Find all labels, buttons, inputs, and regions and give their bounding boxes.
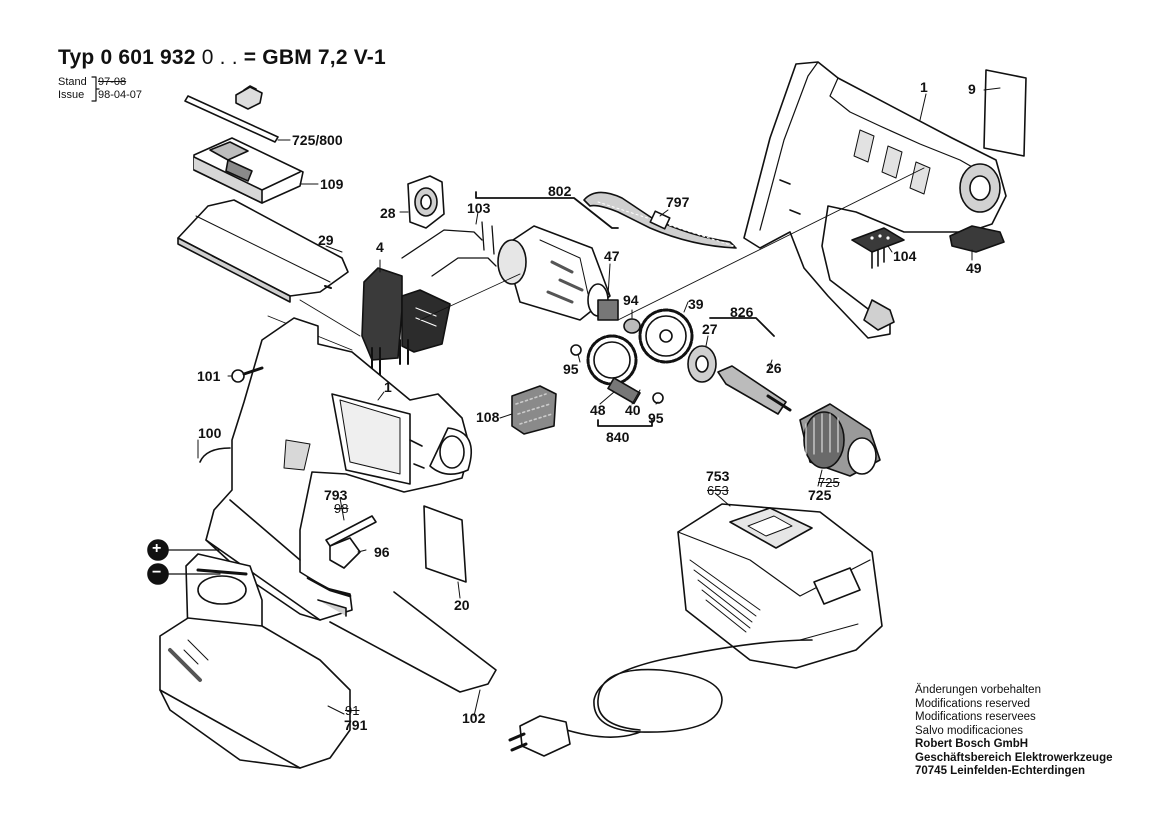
label-48: 48 xyxy=(590,402,606,418)
label-1-housing: 1 xyxy=(384,379,392,395)
label-4: 4 xyxy=(376,239,384,255)
footer-line-es: Salvo modificaciones xyxy=(915,724,1024,737)
gear-48 xyxy=(586,334,641,405)
footer-company: Robert Bosch GmbH xyxy=(915,738,1029,750)
label-109: 109 xyxy=(320,176,344,192)
footer-division: Geschäftsbereich Elektrowerkzeuge xyxy=(915,751,1113,764)
power-cord xyxy=(559,639,813,738)
polarity-markers xyxy=(147,539,221,585)
battery-pack-part xyxy=(159,553,351,769)
housing-cover-part xyxy=(177,199,349,303)
label-840: 840 xyxy=(606,429,630,445)
label-28: 28 xyxy=(380,205,396,221)
label-753: 753 xyxy=(706,468,730,484)
label-797: 797 xyxy=(666,194,690,210)
battery-cover-part xyxy=(193,137,304,204)
label-725-old: 725 xyxy=(818,475,840,490)
plus-sign: + xyxy=(152,540,162,557)
label-26: 26 xyxy=(766,360,782,376)
filter-pad-part xyxy=(511,385,557,435)
label-108: 108 xyxy=(476,409,500,425)
nameplate-part xyxy=(423,505,467,583)
label-791: 791 xyxy=(344,717,368,733)
label-95-right: 95 xyxy=(648,410,664,426)
chuck-key-part xyxy=(184,85,279,143)
charger-part xyxy=(677,503,883,669)
label-102: 102 xyxy=(462,710,486,726)
bracket-840 xyxy=(597,419,653,427)
footer-line-en: Modifications reserved xyxy=(915,697,1031,710)
typ-label: Typ xyxy=(58,46,95,69)
label-20: 20 xyxy=(454,597,470,613)
label-101: 101 xyxy=(197,368,221,384)
bracket-802 xyxy=(475,191,619,229)
bearing-part xyxy=(687,345,717,383)
label-1-top: 1 xyxy=(920,79,928,95)
spindle-part xyxy=(717,365,792,415)
part-number: 0 601 932 xyxy=(100,46,196,69)
minus-sign: − xyxy=(152,564,162,581)
issue-row: Issue 98-04-07 xyxy=(58,89,142,101)
label-39: 39 xyxy=(688,296,704,312)
footer-line-de: Änderungen vorbehalten xyxy=(915,684,1041,696)
label-96: 96 xyxy=(374,544,390,560)
brush-holder-part xyxy=(407,175,445,229)
drill-chuck-part xyxy=(799,403,881,477)
model-name: = GBM 7,2 V-1 xyxy=(243,46,386,69)
label-725: 725 xyxy=(808,487,832,503)
label-9: 9 xyxy=(968,81,976,97)
footer-address: 70745 Leinfelden-Echterdingen xyxy=(915,765,1085,777)
label-802: 802 xyxy=(548,183,572,199)
screw-part xyxy=(231,366,264,383)
label-791-old: 91 xyxy=(345,703,360,718)
stand-bracket xyxy=(91,76,100,102)
washer-95-left xyxy=(570,344,582,356)
footer-notice: Änderungen vorbehalten Modifications res… xyxy=(915,684,1113,779)
label-49: 49 xyxy=(966,260,982,276)
issue-label: Issue xyxy=(58,89,85,101)
stand-value: 97-08 xyxy=(98,76,127,88)
label-826: 826 xyxy=(730,304,754,320)
blade-part xyxy=(325,515,377,547)
label-94: 94 xyxy=(623,292,639,308)
label-793-old: 98 xyxy=(334,501,349,516)
stand-label: Stand xyxy=(58,76,87,88)
label-104: 104 xyxy=(893,248,917,264)
contact-plate-part xyxy=(851,227,905,269)
power-plug xyxy=(508,715,571,757)
label-40: 40 xyxy=(625,402,641,418)
label-103: 103 xyxy=(467,200,491,216)
footer-line-fr: Modifications reservees xyxy=(915,711,1036,723)
washer-95-right xyxy=(652,392,664,404)
diagram-title: Typ 0 601 932 0 . . = GBM 7,2 V-1 xyxy=(58,46,386,70)
cable-100 xyxy=(199,447,231,463)
wire-102 xyxy=(329,591,497,693)
main-housing-part xyxy=(205,317,473,621)
housing-half-part xyxy=(743,61,1007,339)
motor-leads-part xyxy=(401,221,497,277)
label-29: 29 xyxy=(318,232,334,248)
label-27: 27 xyxy=(702,321,718,337)
label-753-old: 653 xyxy=(707,483,729,498)
label-793: 793 xyxy=(324,487,348,503)
motor-part xyxy=(497,225,619,321)
wrist-strap-part xyxy=(583,191,741,249)
slider-part xyxy=(949,225,1005,253)
gear-39 xyxy=(638,308,694,364)
label-95-left: 95 xyxy=(563,361,579,377)
leader-lines xyxy=(197,87,1001,717)
label-100: 100 xyxy=(198,425,222,441)
label-47: 47 xyxy=(604,248,620,264)
washer-94 xyxy=(623,318,641,334)
switch-part xyxy=(361,267,451,385)
bracket-826 xyxy=(709,317,775,337)
stand-row: Stand 97-08 xyxy=(58,76,126,88)
label-725-800: 725/800 xyxy=(292,132,343,148)
issue-value: 98-04-07 xyxy=(98,89,143,101)
clip-part xyxy=(329,537,361,569)
part-suffix: 0 . . xyxy=(201,46,238,69)
label-plate-part xyxy=(983,69,1027,157)
